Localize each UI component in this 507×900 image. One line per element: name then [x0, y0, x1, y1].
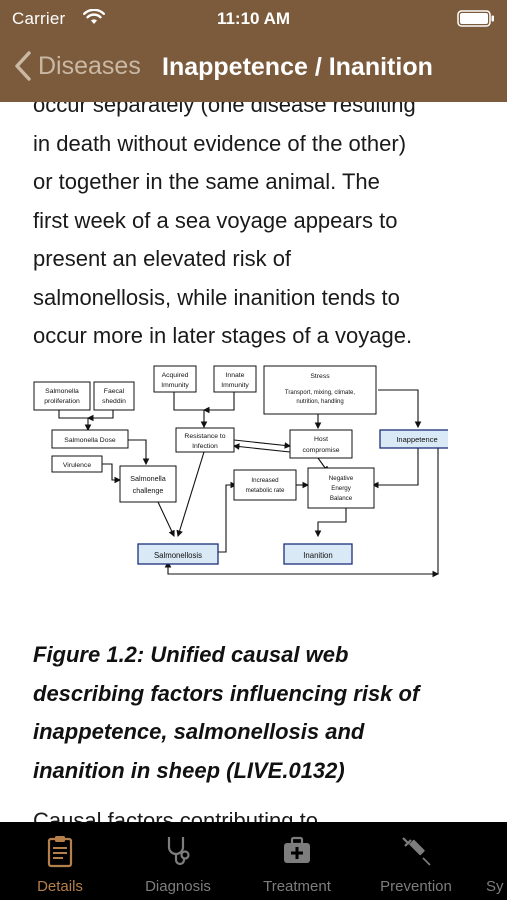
- paragraph-line: first week of a sea voyage appears to: [33, 207, 398, 233]
- back-button-label: Diseases: [38, 51, 141, 80]
- diagram-label: proliferation: [44, 398, 80, 405]
- diagram-label: Immunity: [221, 382, 249, 389]
- caption-line: Figure 1.2: Unified causal web: [33, 642, 349, 667]
- diagram-label: Salmonella Dose: [64, 437, 116, 444]
- diagram-label: Negative: [329, 475, 354, 482]
- diagram-label: Faecal: [104, 388, 125, 395]
- paragraph-line: occur more in later stages of a voyage.: [33, 323, 413, 348]
- top-bar: Carrier 11:10 AM Diseases Inappetence / …: [0, 0, 507, 102]
- tab-bar: Details Diagnosis Treatment Prevention S…: [0, 822, 507, 900]
- diagram-label: compromise: [302, 447, 339, 454]
- diagram-label: Increased: [251, 477, 279, 484]
- diagram-label: Salmonella: [45, 388, 79, 395]
- diagram-label: Infection: [192, 443, 218, 450]
- syringe-icon: [402, 837, 431, 866]
- tab-diagnosis[interactable]: Diagnosis: [130, 822, 226, 900]
- caption-line: describing factors influencing risk of: [33, 680, 420, 706]
- diagram-label: Salmonella: [130, 474, 166, 483]
- next-paragraph: Causal factors contributing to: [33, 808, 318, 822]
- diagram-label: Balance: [330, 495, 353, 502]
- diagram-label: Inappetence: [396, 435, 437, 444]
- diagram-label: metabolic rate: [246, 487, 285, 494]
- navigation-bar: Diseases Inappetence / Inanition: [0, 44, 507, 96]
- diagram-label: Inanition: [303, 551, 332, 560]
- diagram-label: nutrition, handling: [296, 399, 343, 405]
- tab-label: Prevention: [380, 878, 452, 895]
- diagram-label: Innate: [226, 372, 245, 379]
- causal-web-diagram: Salmonella proliferation Faecal sheddin …: [33, 365, 448, 578]
- clock-time: 11:10 AM: [216, 9, 291, 28]
- page-title: Inappetence / Inanition: [162, 53, 433, 81]
- stethoscope-icon: [167, 837, 190, 866]
- content-scroll-area[interactable]: occur separately (one disease resulting …: [0, 102, 507, 822]
- tab-symptoms-partial[interactable]: Sy: [486, 822, 507, 900]
- diagram-label: Host: [314, 436, 328, 443]
- paragraph-line: or together in the same animal. The: [33, 169, 380, 194]
- chevron-left-icon: [15, 51, 31, 81]
- tab-treatment[interactable]: Treatment: [249, 822, 345, 900]
- carrier-label: Carrier: [12, 9, 66, 28]
- diagram-label: Transport, mixing, climate,: [285, 390, 355, 396]
- diagram-label: Virulence: [63, 462, 91, 469]
- figure-caption: Figure 1.2: Unified causal web describin…: [33, 636, 493, 790]
- battery-icon: [457, 10, 494, 27]
- tab-prevention[interactable]: Prevention: [366, 822, 466, 900]
- tab-details[interactable]: Details: [20, 822, 100, 900]
- clipboard-icon: [47, 836, 73, 868]
- tab-label: Sy: [486, 878, 504, 895]
- diagram-label: Resistance to: [184, 433, 225, 440]
- caption-line: inappetence, salmonellosis and: [33, 719, 365, 744]
- paragraph-line: salmonellosis, while inanition tends to: [33, 284, 400, 310]
- tab-label: Details: [37, 878, 83, 895]
- paragraph-line: in death without evidence of the other): [33, 130, 407, 156]
- diagram-label: Stress: [310, 373, 330, 380]
- body-paragraph: occur separately (one disease resulting …: [33, 102, 493, 356]
- paragraph-line: occur separately (one disease resulting: [33, 102, 416, 117]
- diagram-label: Energy: [331, 485, 352, 492]
- tab-label: Treatment: [263, 878, 331, 895]
- paragraph-line: present an elevated risk of: [33, 246, 292, 271]
- wifi-icon: [83, 9, 105, 24]
- diagram-label: Salmonellosis: [154, 551, 202, 560]
- diagram-label: sheddin: [102, 398, 126, 405]
- diagram-label: challenge: [133, 486, 164, 495]
- back-button[interactable]: Diseases: [14, 50, 141, 82]
- tab-label: Diagnosis: [145, 878, 211, 895]
- medical-kit-icon: [284, 836, 310, 863]
- caption-line: inanition in sheep (LIVE.0132): [33, 757, 345, 783]
- diagram-label: Acquired: [162, 372, 189, 379]
- status-bar: Carrier 11:10 AM: [0, 0, 507, 36]
- diagram-label: Immunity: [161, 382, 189, 389]
